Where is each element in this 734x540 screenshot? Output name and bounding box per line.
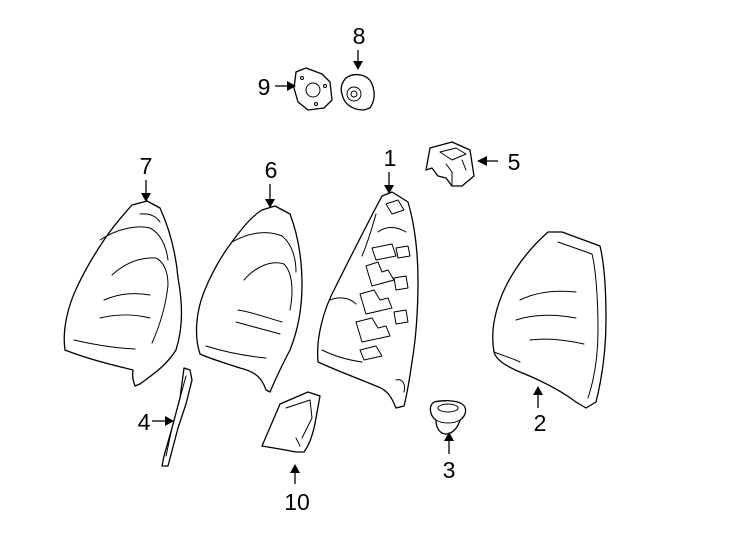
part-4-trim-strip	[161, 367, 193, 467]
callout-1: 1	[384, 145, 397, 171]
part-9-plate	[293, 67, 333, 111]
leader-lines	[141, 50, 543, 484]
part-8-round-bracket	[340, 73, 375, 111]
callout-labels: 7 6 1 5 8 9 2 3 4 10	[138, 23, 547, 515]
callout-9: 9	[258, 74, 271, 100]
callout-5: 5	[508, 149, 521, 175]
part-2-seat-back-panel	[492, 231, 607, 409]
part-5-bracket	[425, 141, 475, 187]
callout-8: 8	[353, 23, 366, 49]
callout-6: 6	[265, 157, 278, 183]
part-6-seat-back-pad	[195, 205, 303, 393]
callout-3: 3	[443, 457, 456, 483]
part-10-side-trim	[261, 391, 321, 453]
part-7-seat-back-cover	[63, 200, 183, 387]
part-1-seat-back-frame	[316, 191, 419, 409]
callout-7: 7	[140, 153, 153, 179]
callout-10: 10	[284, 489, 310, 515]
part-3-grommet	[429, 400, 467, 435]
callout-4: 4	[138, 409, 151, 435]
callout-2: 2	[534, 410, 547, 436]
